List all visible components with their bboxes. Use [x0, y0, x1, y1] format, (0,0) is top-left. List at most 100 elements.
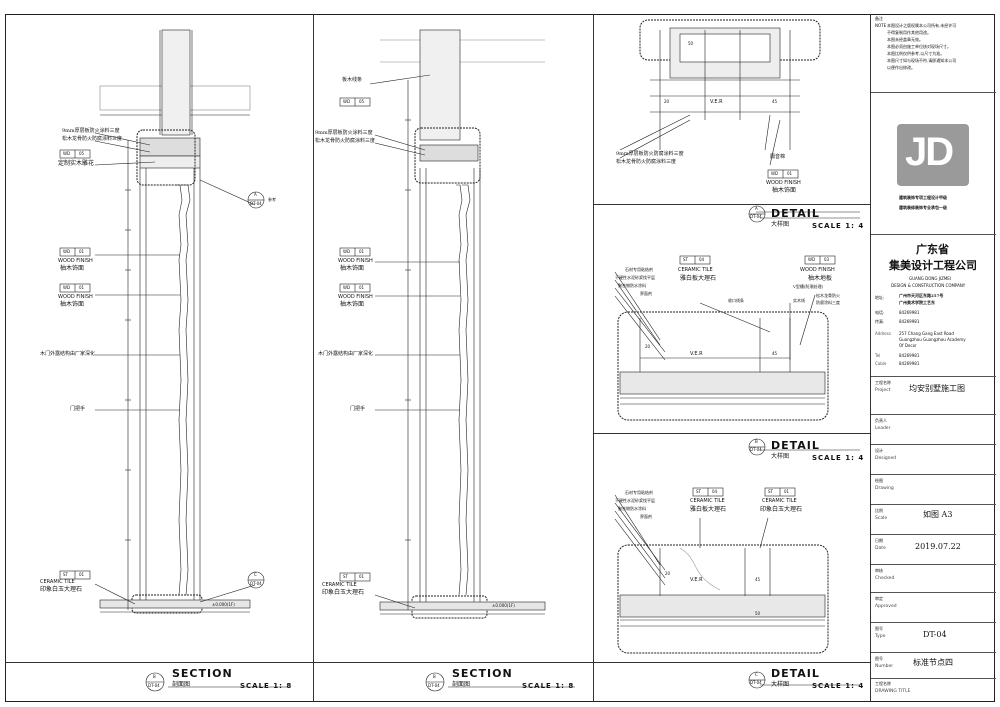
s1-tag-wd01-c: WD	[63, 285, 71, 290]
db-title: DETAIL	[771, 439, 820, 452]
tb-row-checked: 审核 Checked	[871, 564, 996, 593]
dc-dim-45: 45	[755, 577, 761, 582]
s1-tag-st01-b: 01	[79, 572, 85, 577]
detail-divider-a	[593, 204, 870, 205]
dc-label-mortar: 干硬性水泥砂浆找平层	[615, 498, 655, 503]
addr-1: 广州市天河区东路257号	[899, 293, 944, 298]
row-label-cn: 工程名称	[875, 380, 891, 385]
s1-tag-wd01-d: 01	[79, 285, 85, 290]
db-label-solid-wood: 实木线	[793, 298, 805, 303]
s2-label-marble: 印象白玉大理石	[322, 589, 365, 596]
da-dim-20: 20	[664, 99, 670, 104]
db-scale: SCALE 1: 4	[812, 454, 865, 462]
da-dim-45: 45	[772, 99, 778, 104]
fax-en-value: 84269981	[899, 361, 920, 366]
s1-tag-wd05-a: WD	[63, 151, 71, 156]
s2-tag-wd01-a: WD	[343, 249, 351, 254]
db-label-marble: 雅白板大理石	[680, 275, 717, 282]
dc-subtitle: 大样图	[771, 681, 790, 688]
drawing-sheet-border	[5, 14, 995, 702]
dc-label-marble-1: 雅白板大理石	[690, 506, 727, 513]
company-en-2: DESIGN & CONSTRUCTION COMPANY	[891, 283, 966, 288]
note-line-4: 本图必须由施工单位核对现场尺寸。	[887, 44, 951, 49]
addr-en-1: 257 Chang Gang East Road	[899, 331, 954, 336]
row-label-cn: 设计	[875, 448, 883, 453]
tb-row-leader: 负责人 Leader	[871, 414, 996, 445]
da-scale: SCALE 1: 4	[812, 222, 865, 230]
tb-divider-logo	[871, 234, 996, 235]
s1-tag-wd05-b: 05	[79, 151, 85, 156]
s2-title-ref-sheet: DT-04	[428, 683, 440, 688]
tel-en-label: Tel	[875, 353, 881, 358]
da-ref-num: A	[755, 206, 758, 211]
detail-divider-b	[593, 433, 870, 434]
da-dim-50: 50	[688, 41, 694, 46]
s1-tag-wd01-a: WD	[63, 249, 71, 254]
row-value: 标准节点四	[913, 658, 953, 667]
s1-label-carving: 定制实木雕花	[58, 160, 95, 167]
row-value: 如图 A3	[923, 510, 953, 519]
da-label-wood-finish: WOOD FINISH	[766, 180, 801, 186]
s2-tag-st01-a: ST	[343, 574, 348, 579]
dc-tag-st01-a: ST	[768, 489, 773, 494]
s2-label-ceramic: CERAMIC TILE	[322, 582, 357, 588]
addr-en-2: Guangzhou Guangzhou Academy	[899, 337, 966, 342]
s2-label-door-structure: 木门外露结构由厂家深化	[318, 351, 374, 357]
s1-title-ref-sheet: DT-04	[148, 683, 160, 688]
note-line-2: 不得复制用作其他用途。	[887, 30, 931, 35]
logo-text: JD	[905, 130, 954, 174]
province: 广东省	[916, 243, 949, 256]
dc-tag-st01-b: 01	[784, 489, 790, 494]
panel-divider-3	[870, 14, 871, 702]
db-label-trim: 收口线条	[728, 298, 744, 303]
row-label-cn: 图号	[875, 626, 883, 631]
s2-label-pine: 松木龙骨防火防腐涂料三度	[315, 138, 376, 144]
fax-value: 84269981	[899, 319, 920, 324]
tb-row-drawing: 绘图 Drawing	[871, 474, 996, 505]
s2-label-trim: 板木线条	[342, 77, 363, 83]
row-label-en: Scale	[875, 516, 888, 521]
s1-tag-wd01-b: 01	[79, 249, 85, 254]
row-label-en: Number	[875, 664, 894, 669]
dc-title: DETAIL	[771, 667, 820, 680]
s2-label-wood-finish-2: WOOD FINISH	[338, 294, 373, 300]
s1-callout-a-sheet: DT-04	[250, 201, 262, 206]
s2-tag-st01-b: 01	[359, 574, 365, 579]
s1-title-ref-num: B	[153, 674, 156, 679]
addr-en-label: Address	[875, 331, 891, 336]
row-label-en: Designed	[875, 456, 897, 461]
s1-scale: SCALE 1: 8	[240, 682, 293, 690]
dc-tag-st04-b: 04	[712, 489, 718, 494]
db-tag-wd03-b: 03	[824, 257, 830, 262]
panel-divider-1	[313, 14, 314, 702]
s1-level: ±0.000(1F)	[212, 602, 235, 607]
cert-line-1: 建筑装饰专项工程设计甲级	[899, 195, 947, 200]
s2-tag-wd01-d: 01	[359, 285, 365, 290]
s1-label-pine: 松木龙骨防火防腐涂料三度	[62, 136, 123, 142]
db-label-adhesive: 石材专用粘结剂	[625, 267, 653, 272]
title-block: 备注 NOTE 本图设计之版权属本公司所有,未经许可 不得复制用作其他用途。 本…	[871, 14, 996, 702]
row-label-cn: 审定	[875, 596, 883, 601]
s2-level: ±0.000(1F)	[492, 603, 515, 608]
tb-row-date: 日期 Date 2019.07.22	[871, 534, 996, 565]
row-label-en: Project	[875, 388, 891, 393]
tel-value: 84269981	[899, 310, 920, 315]
db-label-interface: 界面剂	[640, 291, 652, 296]
tb-row-number: 图号 Number 标准节点四	[871, 652, 996, 679]
tb-row-project: 工程名称 Project 均安别墅施工图	[871, 376, 996, 415]
da-tag-b: 01	[787, 171, 793, 176]
dc-label-interface: 界面剂	[640, 514, 652, 519]
s1-label-teak-2: 柚木饰面	[60, 301, 85, 308]
da-label-insulation: 隔音棉	[770, 154, 786, 160]
row-label-cn: 比例	[875, 508, 883, 513]
s2-label-handle: 门把手	[350, 406, 366, 412]
db-ref-num: B	[755, 439, 758, 444]
s1-label-teak-1: 柚木饰面	[60, 265, 85, 272]
s1-label-wood-finish-2: WOOD FINISH	[58, 294, 93, 300]
s1-label-wood-finish-1: WOOD FINISH	[58, 258, 93, 264]
s2-subtitle: 剖面图	[452, 681, 471, 688]
dc-label-adhesive: 石材专用粘结剂	[625, 490, 653, 495]
